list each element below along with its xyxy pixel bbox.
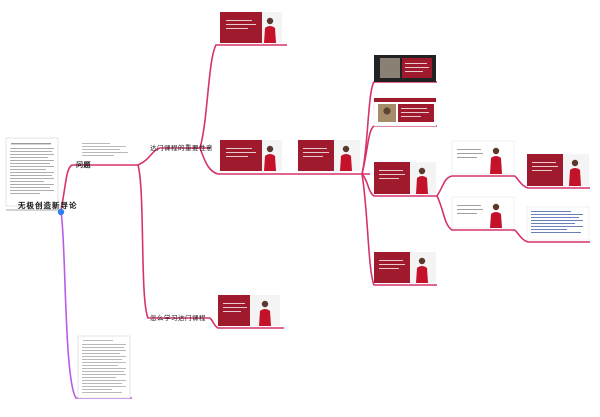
edge-hub-4 — [361, 173, 437, 286]
slide-top-branch[interactable] — [220, 12, 282, 43]
edge-sub-1b — [514, 175, 590, 189]
edge-lower-slide — [209, 317, 284, 329]
edge-root-question — [60, 164, 138, 211]
edge-sub-2b — [514, 229, 590, 243]
edge-hub-1 — [361, 81, 437, 175]
lower-branch-label[interactable]: 怎么学习达门课程 — [150, 314, 206, 322]
question-topic-label[interactable]: 问题 — [76, 160, 91, 169]
edge-hub-3 — [361, 173, 437, 197]
slide-sub-2[interactable] — [451, 196, 515, 229]
root-topic-label[interactable]: 无极创造新导论 — [18, 201, 78, 210]
slide-hub-child-1[interactable] — [374, 55, 436, 82]
slide-hub-child-2[interactable] — [373, 97, 437, 127]
edge-root-lower — [60, 211, 132, 399]
slide-sub-1-child[interactable] — [527, 154, 589, 186]
upper-branch-label[interactable]: 达门课程的重要性意 — [150, 144, 213, 152]
slide-hub-child-3[interactable] — [374, 162, 436, 194]
root-junction-dot — [57, 208, 65, 216]
edge-sub-1 — [436, 175, 515, 197]
slide-hub[interactable] — [298, 140, 360, 171]
slide-sub-1[interactable] — [451, 140, 515, 175]
slide-hub-child-4[interactable] — [374, 252, 436, 283]
connector-lines — [60, 44, 590, 329]
edge-upper-top — [199, 44, 287, 149]
slide-upper-main[interactable] — [220, 140, 282, 171]
edge-question-lower — [137, 164, 210, 319]
question-document-thumbnail[interactable] — [76, 140, 134, 162]
edge-upper-main — [199, 147, 370, 175]
slide-lower-branch[interactable] — [218, 295, 280, 326]
lower-document-thumbnail[interactable] — [77, 335, 131, 399]
edge-question-upper — [137, 147, 210, 166]
document-sub-2-child[interactable] — [526, 206, 590, 241]
edge-sub-2 — [436, 195, 515, 231]
root-document-thumbnail[interactable] — [5, 137, 62, 211]
